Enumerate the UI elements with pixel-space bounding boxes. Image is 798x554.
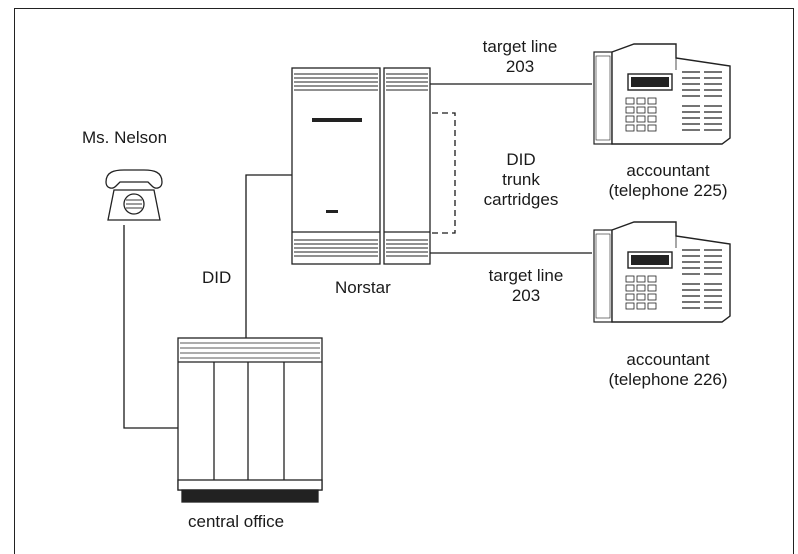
accountant-bottom-role: accountant [626,350,710,369]
rotary-phone-icon [105,169,163,221]
caller-label: Ms. Nelson [82,128,168,147]
accountant-top-label: accountant (telephone 225) [588,161,748,201]
accountant-telephone-225-icon [593,43,731,145]
accountant-top-role: accountant [626,161,710,180]
target-line-bottom-number: 203 [511,286,541,305]
accountant-bottom-extension: (telephone 226) [608,370,728,389]
target-line-bottom-text: target line [488,266,564,285]
did-cartridges-line-1: DID [506,150,536,169]
target-line-bottom-label: target line 203 [466,266,586,306]
did-trunk-line [245,174,296,338]
diagram-frame [14,8,794,554]
target-line-top-label: target line 203 [460,37,580,77]
central-office-switch-icon [177,337,323,503]
did-cartridges-line-2: trunk [502,170,540,189]
did-trunk-label: DID [202,268,232,287]
accountant-bottom-label: accountant (telephone 226) [588,350,748,390]
did-cartridges-bracket [432,112,456,234]
caller-to-central-office-line [123,225,178,429]
did-cartridges-line-3: cartridges [483,190,559,209]
target-line-top-number: 203 [505,57,535,76]
did-trunk-cartridges-label: DID trunk cartridges [466,150,576,210]
norstar-label: Norstar [335,278,391,297]
key-system-unit-icon [291,67,431,265]
target-line-top-text: target line [482,37,558,56]
connections [123,83,592,429]
accountant-top-extension: (telephone 225) [608,181,728,200]
central-office-label: central office [188,512,285,531]
accountant-telephone-226-icon [593,221,731,323]
